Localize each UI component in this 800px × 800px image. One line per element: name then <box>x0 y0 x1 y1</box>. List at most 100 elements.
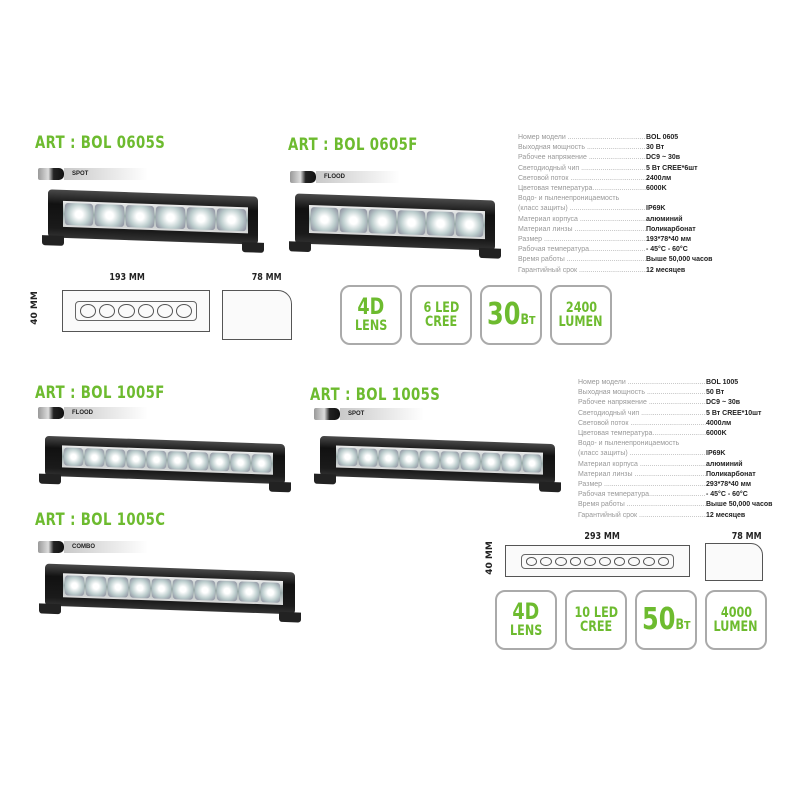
beam-label: FLOOD <box>64 407 148 419</box>
led-reflector <box>358 448 378 468</box>
led-reflector <box>311 207 338 233</box>
spec-label: Световой поток <box>518 174 646 184</box>
spec-label: Время работы <box>578 500 706 510</box>
spec-row: Светодиодный чип 5 Вт CREE*6шт <box>518 164 713 174</box>
badge-power: 50Вт <box>635 590 697 650</box>
led-reflector <box>64 575 85 596</box>
spec-value: BOL 0605 <box>646 134 679 141</box>
lamp-icon <box>38 168 64 180</box>
spec-label: Номер модели <box>518 133 646 143</box>
spec-value: 12 месяцев <box>706 511 746 519</box>
led-reflector <box>173 579 194 600</box>
spec-row: Время работы Выше 50,000 часов <box>518 255 713 265</box>
spec-row: Выходная мощность 30 Вт <box>518 143 713 153</box>
led-outline <box>643 556 655 566</box>
spec-value: DC9 ~ 30в <box>706 399 741 407</box>
led-reflector <box>186 206 216 231</box>
spec-label: Выходная мощность <box>578 388 706 398</box>
spec-value: 50 Вт <box>706 389 725 397</box>
spec-value: 6000K <box>706 430 727 438</box>
spec-value: DC9 ~ 30в <box>646 154 681 162</box>
led-outline <box>613 556 626 566</box>
led-reflector <box>252 453 272 473</box>
led-outline <box>554 556 567 566</box>
beam-label: COMBO <box>64 541 148 553</box>
spec-label: Рабочее напряжение <box>578 398 706 408</box>
led-outline <box>156 304 174 318</box>
led-reflector <box>369 209 396 235</box>
spec-row: Материал корпуса алюминий <box>518 215 713 225</box>
led-reflector <box>64 202 94 227</box>
spec-row: Выходная мощность 50 Вт <box>578 388 773 398</box>
spec-label: Гарантийный срок <box>518 266 646 276</box>
mount-bracket <box>539 481 561 493</box>
mount-bracket <box>242 242 264 253</box>
led-reflector <box>399 449 419 469</box>
led-outline <box>137 304 154 318</box>
front-drawing <box>505 545 690 577</box>
led-outline <box>598 556 611 566</box>
spec-row: Цветовая температура6000K <box>518 184 713 194</box>
led-reflector <box>126 449 146 469</box>
led-reflector <box>461 451 480 471</box>
mount-bracket <box>39 473 61 485</box>
dimension-depth: 78 MM <box>251 272 282 283</box>
art-title-0605s: ART : BOL 0605S <box>35 133 166 153</box>
led-outline-row <box>520 553 675 569</box>
spec-label: Размер <box>518 235 646 245</box>
spec-row: Рабочая температура- 45°C - 60°C <box>518 245 713 255</box>
led-reflector <box>147 450 167 470</box>
mount-bracket <box>39 603 61 615</box>
led-reflector <box>63 447 83 467</box>
led-outline <box>79 304 96 318</box>
beam-pattern-spot: SPOT <box>314 407 424 421</box>
spec-row: Световой поток 2400лм <box>518 174 713 184</box>
light-bar-image-0605f <box>289 193 501 259</box>
spec-value: IP69K <box>706 450 726 458</box>
led-reflector <box>156 205 185 230</box>
led-reflector <box>217 580 237 602</box>
led-reflector <box>338 447 357 467</box>
led-reflector <box>125 204 155 229</box>
led-reflector <box>129 577 150 599</box>
lamp-icon <box>38 541 64 553</box>
spec-row: Гарантийный срок 12 месяцев <box>578 511 773 521</box>
art-title-1005c: ART : BOL 1005C <box>35 510 166 530</box>
led-reflector <box>340 208 367 234</box>
spec-row: Рабочая температура- 45°C - 60°C <box>578 490 773 500</box>
spec-label: Гарантийный срок <box>578 511 706 521</box>
mount-bracket <box>42 235 64 246</box>
spec-row: Номер модели BOL 0605 <box>518 133 713 143</box>
led-reflector <box>522 453 542 473</box>
spec-value: алюминий <box>646 215 683 223</box>
spec-value: Выше 50,000 часов <box>706 501 773 509</box>
led-outline-row <box>74 301 198 321</box>
beam-pattern-flood: FLOOD <box>38 406 148 420</box>
led-reflector <box>379 448 398 468</box>
led-reflector <box>84 447 104 468</box>
led-outline <box>569 556 582 566</box>
spec-label: Водо- и пыленепроницаемость <box>578 440 680 448</box>
led-reflector <box>481 452 501 472</box>
spec-row: Гарантийный срок 12 месяцев <box>518 266 713 276</box>
led-outline <box>540 556 552 566</box>
spec-value: 6000K <box>646 185 667 193</box>
spec-value: - 45°C - 60°C <box>706 491 748 499</box>
lens-panel <box>62 200 248 234</box>
spec-label: Материал корпуса <box>518 215 646 225</box>
led-reflector <box>189 451 209 471</box>
spec-label: Цветовая температура <box>578 429 706 439</box>
led-reflector <box>95 203 124 228</box>
dimension-length: 193 MM <box>109 272 145 283</box>
spec-row: Размер 193*78*40 мм <box>518 235 713 245</box>
spec-row: Материал линзы Поликарбонат <box>578 470 773 480</box>
led-reflector <box>231 453 251 473</box>
mount-bracket <box>279 611 301 623</box>
led-reflector <box>502 453 521 473</box>
dimension-depth: 78 MM <box>731 531 762 542</box>
side-drawing <box>705 543 763 581</box>
spec-row: Размер 293*78*40 мм <box>578 480 773 490</box>
spec-label: Время работы <box>518 255 646 265</box>
